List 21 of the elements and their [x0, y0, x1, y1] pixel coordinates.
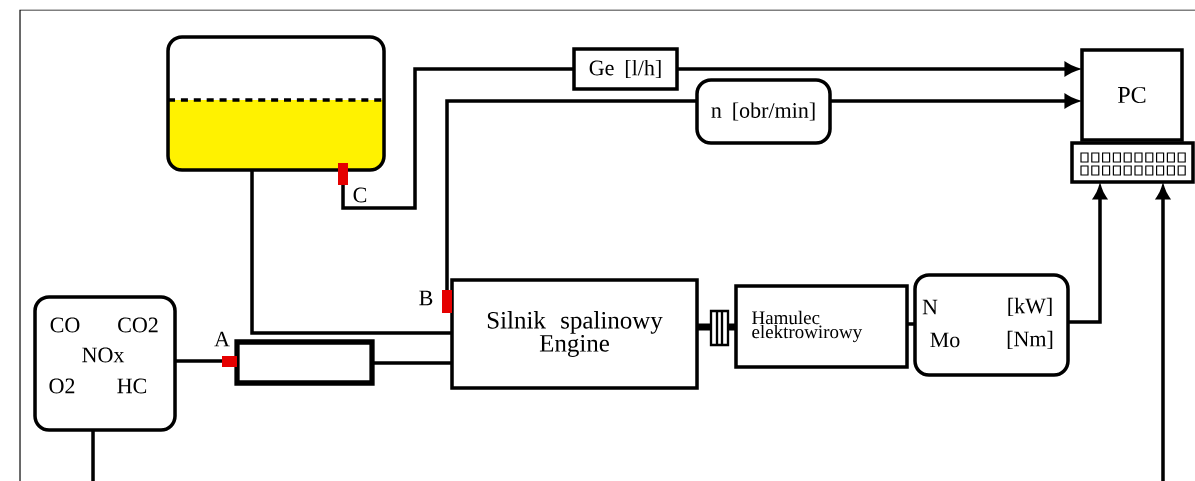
- brake-box: Hamulec elektrowirowy: [734, 284, 909, 369]
- computer-monitor: PC: [1080, 48, 1184, 142]
- measurement-box: Ge [l/h]: [572, 47, 679, 91]
- point-label: C: [353, 187, 367, 203]
- point-label: B: [419, 290, 433, 306]
- connector: [907, 322, 915, 326]
- connector: [372, 361, 452, 365]
- connector: [677, 62, 1078, 76]
- connector: [830, 94, 1078, 108]
- point-label: A: [214, 331, 230, 347]
- engine-box: Silnik spalinowy Engine: [450, 278, 699, 390]
- connector: [341, 67, 574, 210]
- keyboard-drawing: [1070, 141, 1195, 184]
- measurement-box: n [obr/min]: [695, 78, 832, 145]
- exhaust-analyzer-box: CO CO2 NOx O2 HC: [33, 295, 177, 432]
- connector: [91, 430, 95, 481]
- exhaust-pipe: [234, 339, 375, 386]
- connector: [445, 99, 697, 290]
- connector: [250, 170, 452, 335]
- fuel-tank: [166, 35, 386, 172]
- measurement-box: N [kW] Mo [Nm]: [913, 273, 1070, 377]
